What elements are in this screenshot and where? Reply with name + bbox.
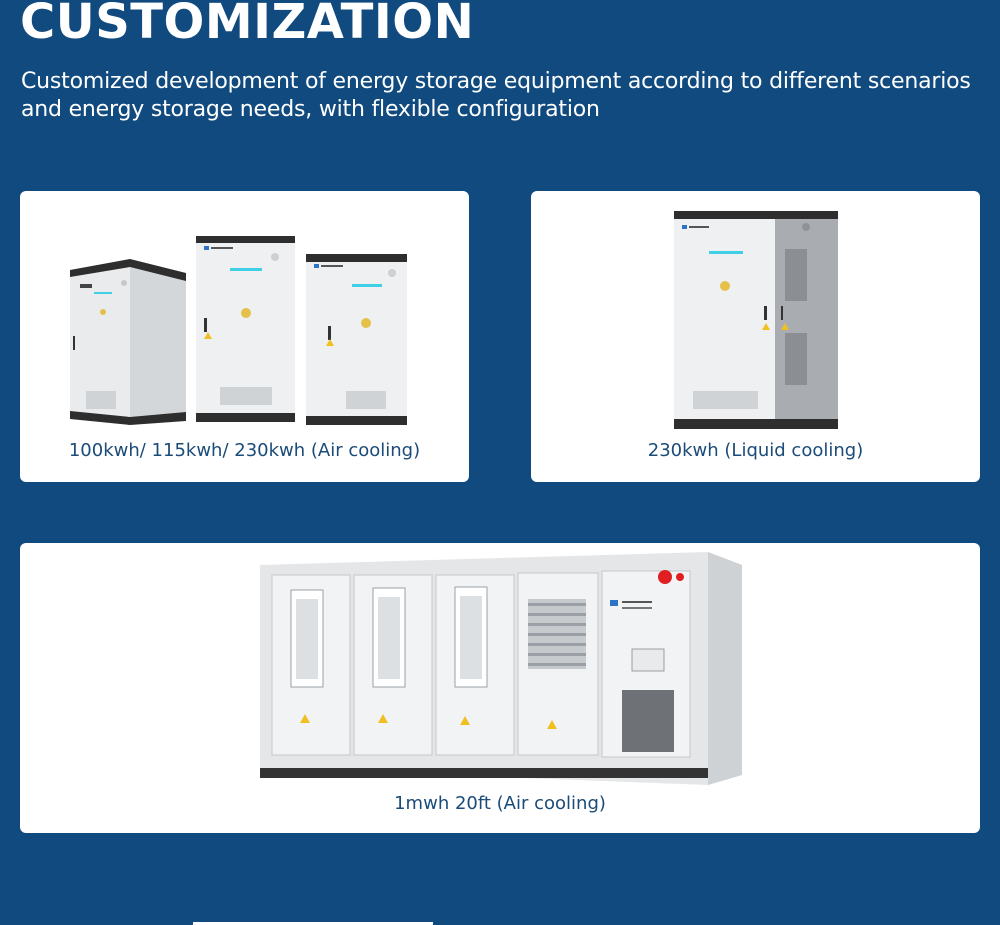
container-1mwh-20ft: [260, 552, 742, 785]
product-caption: 100kwh/ 115kwh/ 230kwh (Air cooling): [68, 440, 421, 461]
air-cooling-cabinets-image: [70, 236, 407, 425]
liquid-cooling-cabinet-image: [674, 211, 838, 429]
product-card-container[interactable]: 1mwh 20ft (Air cooling): [20, 543, 980, 833]
product-card-liquid-cooling-cabinet[interactable]: 230kwh (Liquid cooling): [531, 191, 980, 482]
cabinet-230kwh-liquid: [674, 211, 838, 429]
bottom-divider: [193, 922, 433, 925]
product-caption: 1mwh 20ft (Air cooling): [394, 793, 606, 814]
page-subtitle: Customized development of energy storage…: [21, 69, 971, 122]
cabinet-230kwh: [306, 254, 407, 425]
cabinet-100kwh: [70, 259, 186, 425]
container-image: [260, 552, 742, 785]
product-caption: 230kwh (Liquid cooling): [647, 440, 864, 461]
cabinet-115kwh: [196, 236, 295, 422]
page-title: CUSTOMIZATION: [20, 0, 475, 50]
product-card-air-cooling-cabinets[interactable]: 100kwh/ 115kwh/ 230kwh (Air cooling): [20, 191, 469, 482]
